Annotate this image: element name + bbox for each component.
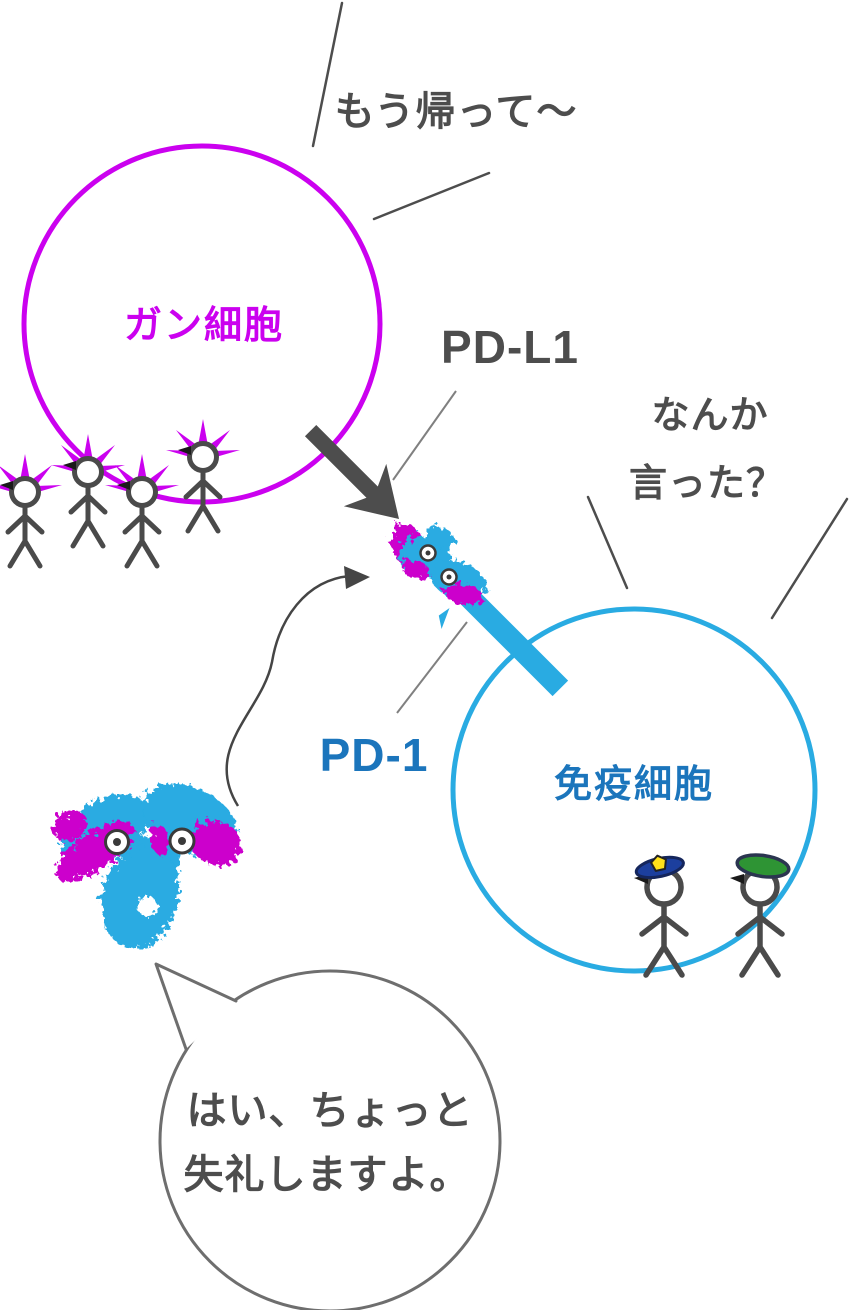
cancer-attack-arrow bbox=[304, 424, 399, 519]
beret-stick-figure bbox=[730, 853, 791, 978]
immune-cell-label: 免疫細胞 bbox=[553, 764, 715, 806]
immune-speech-text-line2: 言った？ bbox=[628, 463, 786, 505]
immune-speech-text-line1: なんか bbox=[651, 395, 769, 437]
pd1-label: PD-1 bbox=[319, 729, 429, 781]
molecule-googly-eyes bbox=[419, 544, 458, 586]
immune-stick-figures bbox=[634, 853, 791, 978]
antibody-speech-line1: はい、ちょっと bbox=[186, 1089, 474, 1133]
cancer-stick-figure bbox=[166, 419, 240, 534]
speech-bubble bbox=[154, 962, 502, 1310]
antibody-molecule bbox=[53, 784, 242, 949]
cancer-stick-figure bbox=[51, 434, 125, 549]
cancer-cell-label: ガン細胞 bbox=[123, 305, 285, 347]
speech-bubble-tail bbox=[154, 962, 238, 1051]
pd1-pointer-line bbox=[396, 621, 468, 714]
police-stick-figure bbox=[634, 854, 689, 978]
police-hat-icon bbox=[634, 854, 685, 880]
cancer-stick-figure bbox=[105, 454, 179, 569]
cancer-stick-figure bbox=[0, 454, 62, 569]
cancer-stick-figures bbox=[0, 419, 240, 569]
cancer-speech-lines bbox=[311, 1, 491, 221]
antibody-speech-line2: 失礼しますよ。 bbox=[183, 1153, 471, 1197]
immune-cell-circle bbox=[450, 606, 818, 974]
pdl1-pointer-line bbox=[392, 390, 457, 481]
pdl1-label: PD-L1 bbox=[441, 321, 579, 373]
cancer-speech-text: もう帰って〜 bbox=[334, 90, 578, 134]
antibody-googly-eyes bbox=[104, 827, 196, 855]
beret-icon bbox=[735, 853, 791, 879]
pd1-pdl1-complex-molecule bbox=[361, 491, 509, 633]
immune-speech-lines bbox=[586, 495, 849, 620]
antibody-action-arrow bbox=[225, 566, 370, 807]
